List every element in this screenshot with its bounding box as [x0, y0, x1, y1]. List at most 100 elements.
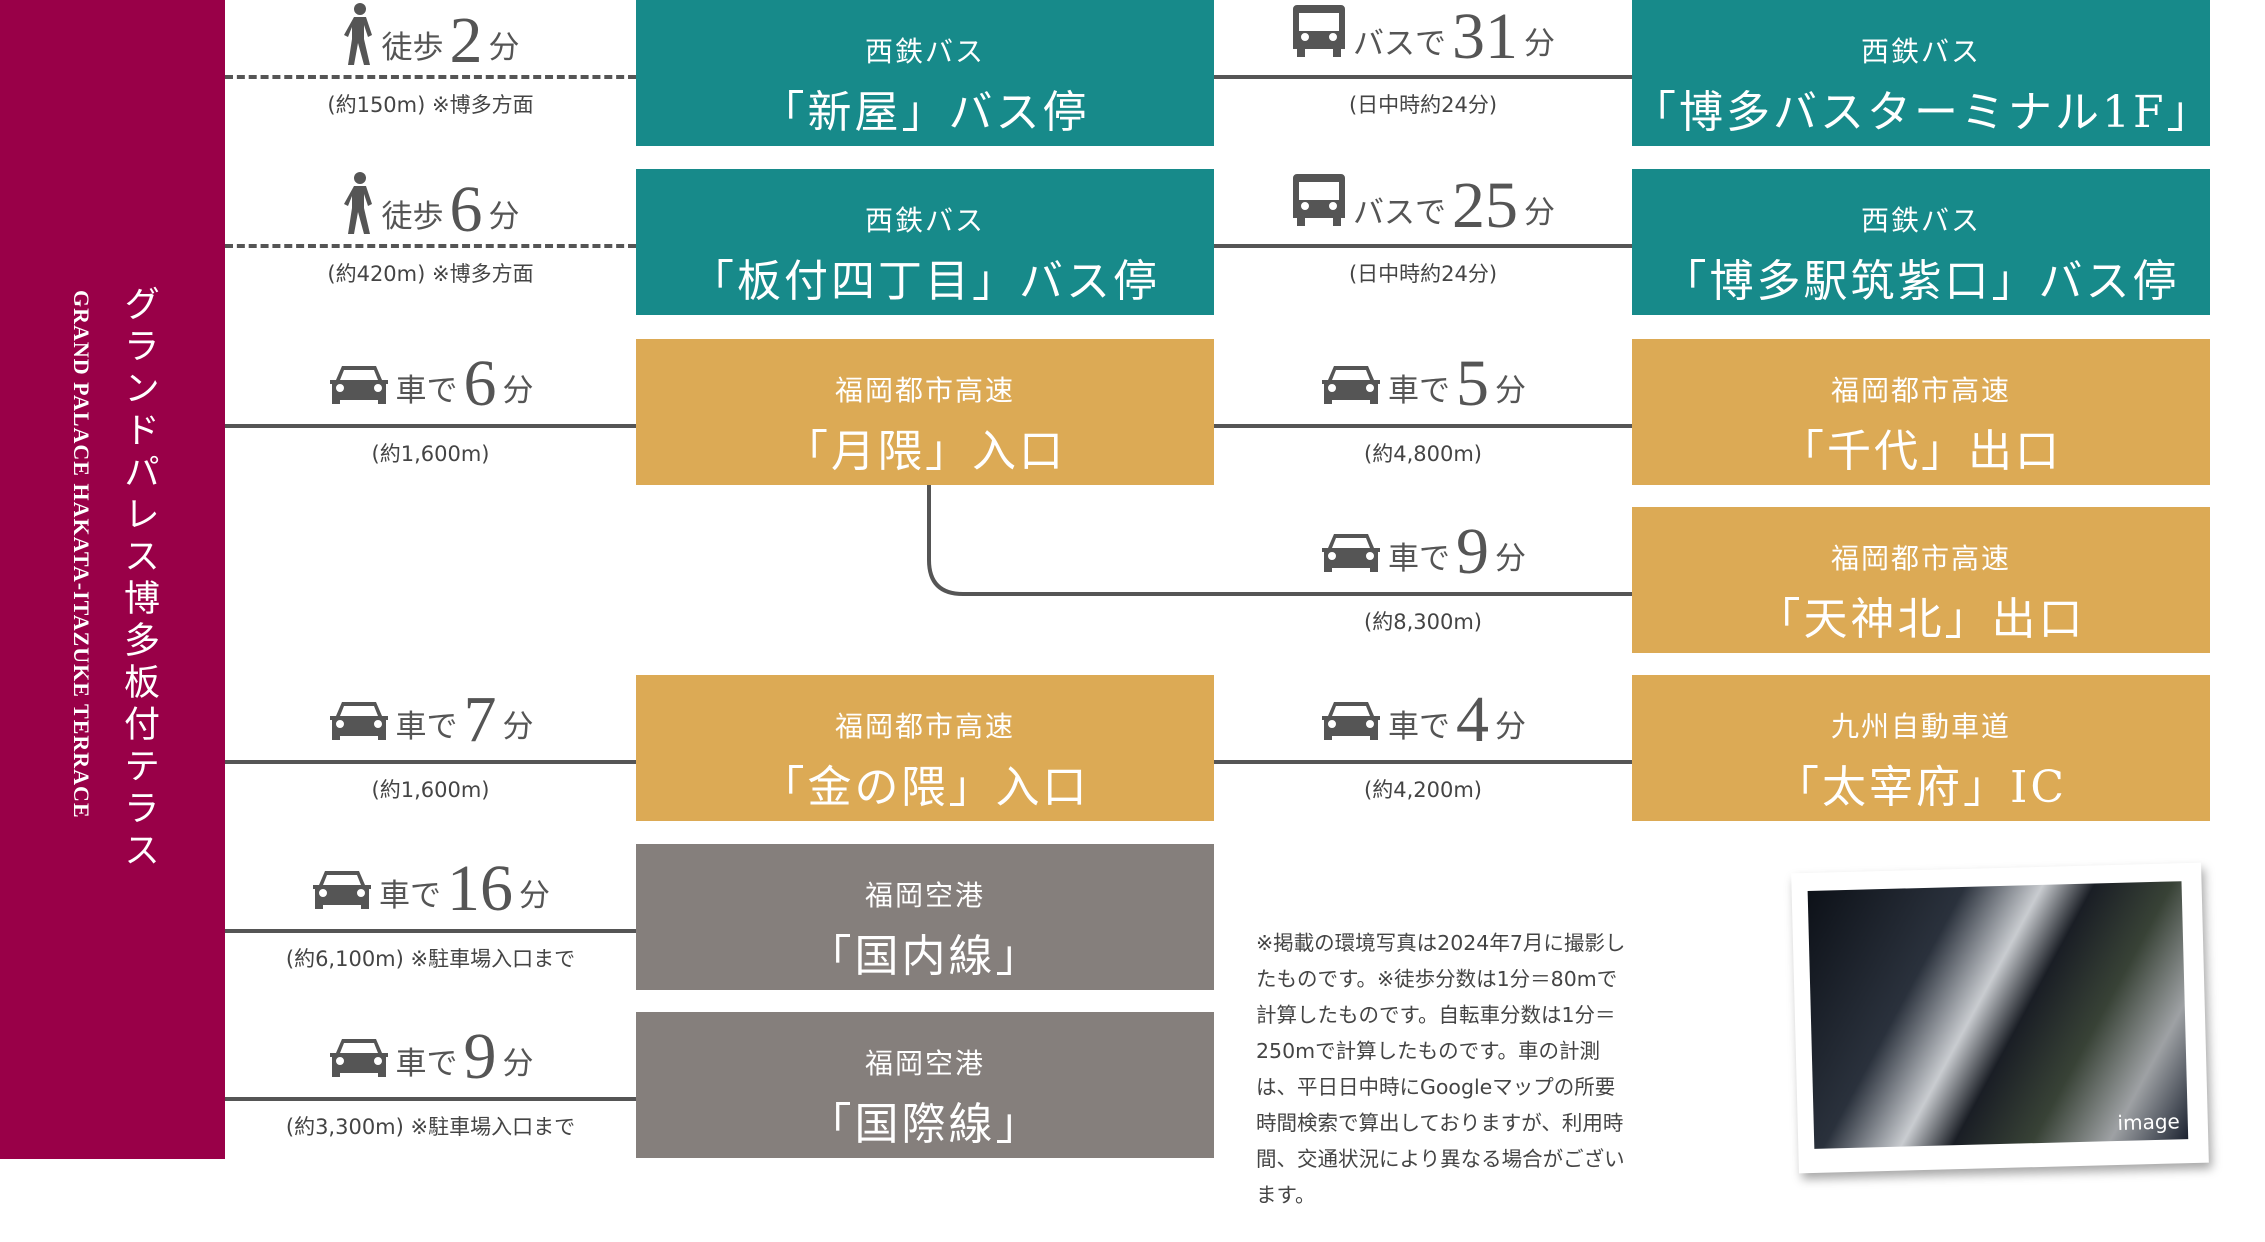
- travel-distance: (約3,300m) ※駐車場入口まで: [285, 1115, 576, 1139]
- travel-minutes: 2: [449, 4, 483, 77]
- travel-mode: バスで: [1353, 195, 1446, 231]
- destination-operator: 福岡都市高速: [1830, 542, 2011, 575]
- travel-minutes: 4: [1456, 683, 1489, 756]
- destination-operator: 福岡都市高速: [834, 710, 1015, 743]
- destination-box[interactable]: 西鉄バス「新屋」バス停: [636, 0, 1214, 146]
- travel-distance: (約4,200m): [1364, 778, 1482, 802]
- property-name-jp: グランドパレス博多板付テラス: [118, 285, 159, 873]
- destination-box[interactable]: 福岡空港「国内線」: [636, 844, 1214, 990]
- route-line: [225, 244, 636, 248]
- travel-mode: 車で: [395, 709, 458, 745]
- travel-minutes: 9: [463, 1020, 497, 1093]
- travel-unit: 分: [488, 30, 520, 66]
- travel-minutes: 7: [463, 683, 497, 756]
- travel-minutes: 25: [1452, 169, 1518, 242]
- destination-operator: 福岡空港: [864, 1047, 985, 1080]
- walk-icon: [342, 172, 376, 238]
- travel-unit: 分: [488, 199, 520, 235]
- travel-minutes: 6: [449, 173, 483, 246]
- bus-icon: [1291, 3, 1347, 65]
- travel-minutes: 31: [1452, 0, 1518, 73]
- travel-minutes: 9: [1456, 515, 1489, 588]
- photo-caption: image: [2117, 1109, 2181, 1135]
- route-line: [225, 424, 636, 428]
- destination-operator: 九州自動車道: [1830, 710, 2011, 743]
- destination-box[interactable]: 福岡空港「国際線」: [636, 1012, 1214, 1158]
- travel-distance: (日中時約24分): [1348, 93, 1498, 117]
- travel-distance: (約8,300m): [1364, 610, 1482, 634]
- route-line: [1214, 760, 1632, 764]
- travel-mode: 車で: [395, 1046, 458, 1082]
- destination-name: 「新屋」バス停: [760, 87, 1090, 138]
- property-sidebar: グランドパレス博多板付テラス GRAND PALACE HAKATA-ITAZU…: [0, 0, 225, 1159]
- travel-unit: 分: [519, 878, 550, 914]
- travel-mode: 徒歩: [381, 30, 444, 66]
- destination-name: 「国際線」: [807, 1099, 1043, 1150]
- destination-operator: 福岡都市高速: [834, 374, 1015, 407]
- destination-operator: 西鉄バス: [1860, 35, 1981, 68]
- travel-distance: (約1,600m): [371, 778, 490, 802]
- disclaimer-note: ※掲載の環境写真は2024年7月に撮影したものです。※徒歩分数は1分＝80mで計…: [1256, 931, 1626, 1207]
- travel-minutes: 6: [463, 347, 497, 420]
- bus-icon: [1291, 172, 1347, 234]
- travel-mode: 車で: [1388, 373, 1450, 409]
- route-line: [1214, 424, 1632, 428]
- destination-box[interactable]: 西鉄バス「博多バスターミナル1F」: [1632, 0, 2211, 146]
- travel-distance: (約150m) ※博多方面: [327, 93, 534, 117]
- car-icon: [328, 364, 390, 412]
- travel-unit: 分: [502, 1046, 534, 1082]
- destination-name: 「金の隈」入口: [760, 762, 1090, 813]
- travel-minutes: 5: [1456, 347, 1489, 420]
- destination-name: 「天神北」出口: [1756, 594, 2086, 645]
- destination-box[interactable]: 西鉄バス「博多駅筑紫口」バス停: [1632, 169, 2210, 315]
- travel-distance: (約420m) ※博多方面: [327, 262, 534, 286]
- photo-frame: image: [1791, 862, 2209, 1174]
- destination-name: 「国内線」: [807, 931, 1043, 982]
- travel-unit: 分: [1495, 709, 1526, 745]
- destination-box[interactable]: 福岡都市高速「金の隈」入口: [636, 675, 1214, 821]
- travel-mode: 車で: [395, 373, 458, 409]
- route-line: [225, 75, 636, 79]
- destination-box[interactable]: 福岡都市高速「千代」出口: [1632, 339, 2210, 485]
- destination-operator: 西鉄バス: [864, 204, 985, 237]
- car-icon: [328, 1037, 390, 1085]
- travel-distance: (約1,600m): [371, 442, 490, 466]
- travel-mode: 徒歩: [381, 199, 444, 235]
- route-line: [1214, 244, 1632, 248]
- destination-operator: 西鉄バス: [1860, 204, 1981, 237]
- travel-unit: 分: [1495, 541, 1526, 577]
- travel-distance: (約4,800m): [1364, 442, 1482, 466]
- travel-distance: (約6,100m) ※駐車場入口まで: [285, 947, 576, 971]
- travel-distance: (日中時約24分): [1348, 262, 1498, 286]
- destination-box[interactable]: 九州自動車道「太宰府」IC: [1632, 675, 2210, 821]
- destination-operator: 西鉄バス: [864, 35, 985, 68]
- travel-mode: バスで: [1353, 26, 1446, 62]
- destination-box[interactable]: 福岡都市高速「月隈」入口: [636, 339, 1214, 485]
- car-icon: [1320, 532, 1382, 580]
- travel-unit: 分: [1524, 195, 1555, 231]
- destination-operator: 福岡都市高速: [1830, 374, 2011, 407]
- destination-name: 「博多駅筑紫口」バス停: [1662, 256, 2180, 307]
- car-icon: [1320, 700, 1382, 748]
- travel-mode: 車で: [379, 878, 441, 914]
- destination-box[interactable]: 西鉄バス「板付四丁目」バス停: [636, 169, 1214, 315]
- destination-box[interactable]: 福岡都市高速「天神北」出口: [1632, 507, 2210, 653]
